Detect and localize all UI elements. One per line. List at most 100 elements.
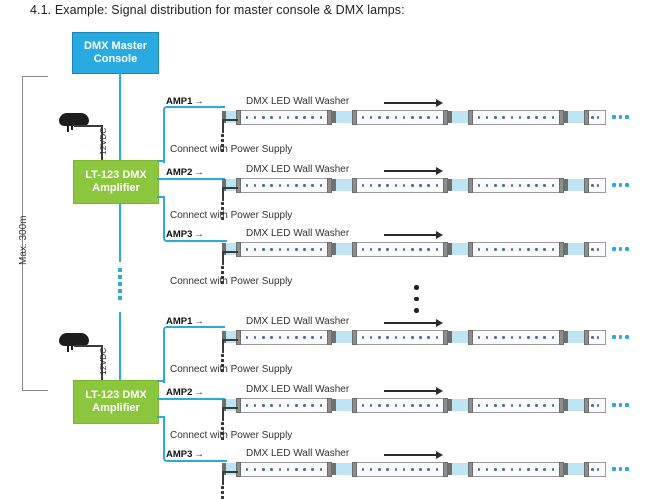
amp1-label-text-2: AMP1 — [166, 316, 193, 327]
led-segment — [236, 110, 332, 125]
led-segment — [468, 242, 564, 257]
psu-cable-h-1 — [74, 125, 102, 127]
led-segment — [584, 398, 606, 413]
wall-washer-label-3: DMX LED Wall Washer — [246, 228, 350, 239]
led-segment — [236, 398, 332, 413]
connect-power-label-3: Connect with Power Supply — [170, 276, 293, 287]
amp1-feed-into-amp-2 — [157, 380, 165, 382]
amp1-label-text-1: AMP1 — [166, 96, 193, 107]
led-strip-row-5 — [222, 398, 612, 414]
flow-arrow-icon-5 — [384, 387, 444, 395]
led-segment — [352, 462, 448, 477]
dmx-master-console-block[interactable]: DMX Master Console — [72, 32, 159, 74]
led-segment — [468, 110, 564, 125]
continuation-dots-4 — [612, 335, 629, 339]
dmx-trunk-mid-a — [119, 202, 121, 262]
amp2-arrow-2: → — [194, 387, 204, 398]
amp3-feed-elbow-1 — [163, 196, 227, 242]
continuation-dots-2 — [612, 183, 629, 187]
led-strip-row-2 — [222, 178, 612, 194]
connect-power-label-4: Connect with Power Supply — [170, 364, 293, 375]
amp2-label-text-2: AMP2 — [166, 387, 193, 398]
amp2-arrow-1: → — [194, 167, 204, 178]
led-segment — [468, 462, 564, 477]
amp2-label-2: AMP2→ — [166, 387, 204, 398]
connect-power-label-5: Connect with Power Supply — [170, 430, 293, 441]
led-segment — [236, 462, 332, 477]
led-segment — [584, 462, 606, 477]
amplifier-block-1[interactable]: LT-123 DMX Amplifier — [73, 160, 159, 204]
distance-bracket-cap-top — [22, 76, 48, 77]
dmx-trunk-mid-b — [119, 312, 121, 398]
wall-washer-label-1: DMX LED Wall Washer — [246, 96, 350, 107]
amp3-arrow-1: → — [194, 229, 204, 240]
amp2-feed-1 — [157, 178, 225, 180]
continuation-dots-1 — [612, 115, 629, 119]
amp1-label-2: AMP1→ — [166, 316, 204, 327]
amp3-label-text-1: AMP3 — [166, 229, 193, 240]
wall-washer-label-2: DMX LED Wall Washer — [246, 164, 350, 175]
amp2-label-1: AMP2→ — [166, 167, 204, 178]
wall-washer-label-5: DMX LED Wall Washer — [246, 384, 350, 395]
voltage-label-2: 12VDC — [98, 347, 108, 375]
voltage-label-1: 12VDC — [98, 127, 108, 155]
amp1-label-1: AMP1→ — [166, 96, 204, 107]
amp3-arrow-2: → — [194, 449, 204, 460]
led-strip-row-4 — [222, 330, 612, 346]
wall-washer-label-4: DMX LED Wall Washer — [246, 316, 350, 327]
led-strip-row-3 — [222, 242, 612, 258]
led-segment — [352, 178, 448, 193]
distance-bracket-cap-bottom — [22, 390, 48, 391]
led-segment — [352, 242, 448, 257]
led-segment — [352, 330, 448, 345]
amp3-feed-elbow-2 — [163, 416, 227, 462]
power-adapter-icon-2 — [57, 333, 91, 355]
ellipsis-icon-between-groups — [414, 285, 419, 313]
amp3-label-2: AMP3→ — [166, 449, 204, 460]
power-pigtail-dots-2 — [221, 202, 224, 220]
psu-cable-v-2 — [101, 345, 103, 381]
page-title: 4.1. Example: Signal distribution for ma… — [30, 3, 405, 17]
amp3-feed-into-amp-2 — [157, 416, 165, 418]
psu-cable-v-1 — [101, 125, 103, 161]
flow-arrow-icon-2 — [384, 167, 444, 175]
amp1-feed-elbow-2 — [163, 326, 225, 383]
continuation-dots-5 — [612, 403, 629, 407]
flow-arrow-icon-3 — [384, 231, 444, 239]
led-segment — [352, 110, 448, 125]
led-segment — [584, 330, 606, 345]
amp2-feed-2 — [157, 398, 225, 400]
flow-arrow-icon-1 — [384, 99, 444, 107]
led-segment — [468, 398, 564, 413]
amp1-arrow-2: → — [194, 316, 204, 327]
led-segment — [236, 242, 332, 257]
power-pigtail-dots-5 — [221, 422, 224, 440]
led-segment — [584, 110, 606, 125]
led-segment — [468, 178, 564, 193]
flow-arrow-icon-6 — [384, 451, 444, 459]
power-pigtail-dots-6 — [221, 486, 224, 499]
amp1-feed-into-amp-1 — [157, 160, 165, 162]
amplifier-block-2[interactable]: LT-123 DMX Amplifier — [73, 380, 159, 424]
dmx-trunk-upper — [119, 72, 121, 180]
led-segment — [584, 178, 606, 193]
power-adapter-icon-1 — [57, 113, 91, 135]
amp2-label-text-1: AMP2 — [166, 167, 193, 178]
amp3-label-1: AMP3→ — [166, 229, 204, 240]
wall-washer-label-6: DMX LED Wall Washer — [246, 448, 350, 459]
flow-arrow-icon-4 — [384, 319, 444, 327]
led-segment — [236, 178, 332, 193]
led-segment — [584, 242, 606, 257]
amp3-label-text-2: AMP3 — [166, 449, 193, 460]
led-segment — [236, 330, 332, 345]
power-pigtail-dots-4 — [221, 354, 224, 372]
distance-bracket-line — [22, 76, 23, 390]
amp1-feed-elbow-1 — [163, 106, 225, 163]
led-segment — [468, 330, 564, 345]
power-pigtail-dots-3 — [221, 266, 224, 284]
connect-power-label-2: Connect with Power Supply — [170, 210, 293, 221]
led-strip-row-6 — [222, 462, 612, 478]
connect-power-label-1: Connect with Power Supply — [170, 144, 293, 155]
psu-cable-h-2 — [74, 345, 102, 347]
